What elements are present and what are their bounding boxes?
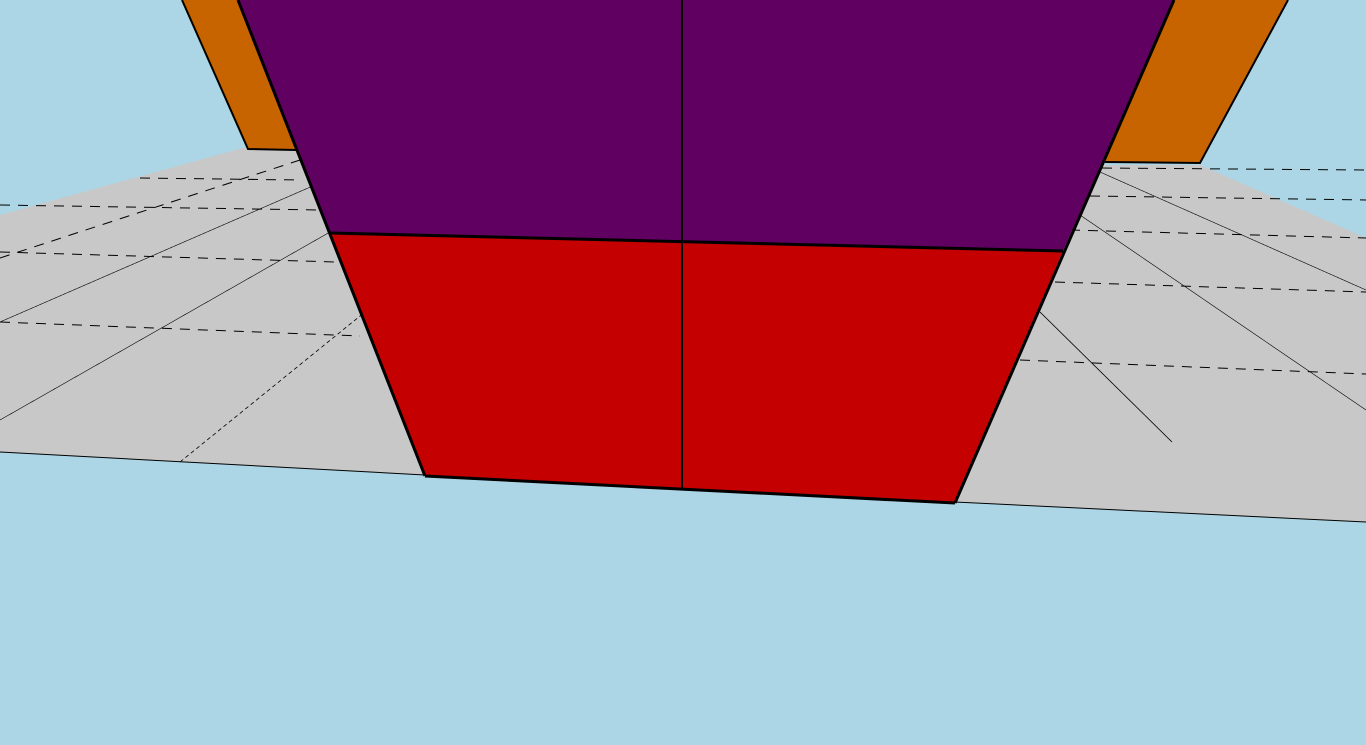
cube-bottom-half[interactable] xyxy=(330,233,1063,503)
left-back-block-edge xyxy=(181,0,297,151)
right-back-block[interactable] xyxy=(1105,0,1288,163)
cube-edges xyxy=(236,0,1176,505)
left-back-block[interactable] xyxy=(182,0,296,150)
right-back-block-edge xyxy=(1104,0,1289,165)
floor-right-section xyxy=(955,165,1366,522)
grid-line xyxy=(0,321,361,337)
grid-line xyxy=(0,251,336,263)
grid-line xyxy=(1099,171,1366,291)
floor-left-section xyxy=(0,146,425,475)
grid-line xyxy=(0,231,331,421)
floor-front-edge-left xyxy=(0,451,426,476)
grid-line xyxy=(1039,311,1173,443)
cube-middle-edge xyxy=(329,231,1064,253)
grid-line xyxy=(1054,281,1366,293)
grid-line xyxy=(1069,229,1366,239)
cube-right-edge xyxy=(953,0,1176,504)
grid-line xyxy=(179,311,366,463)
cube-left-edge xyxy=(236,0,427,477)
floor-grid-lines xyxy=(0,159,1366,463)
grid-line xyxy=(0,184,316,323)
cube-top-half[interactable] xyxy=(238,0,1174,251)
grid-line xyxy=(1019,359,1366,375)
floor-front-edge-right xyxy=(954,501,1366,523)
cube-bottom-edge xyxy=(424,474,956,505)
floor-plane xyxy=(0,146,1366,523)
grid-line xyxy=(1079,214,1366,411)
grid-line xyxy=(1101,167,1366,171)
grid-line xyxy=(139,177,301,181)
